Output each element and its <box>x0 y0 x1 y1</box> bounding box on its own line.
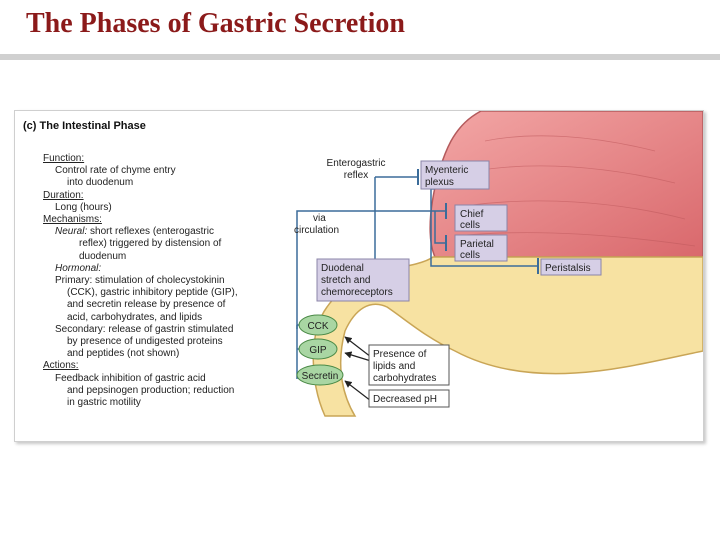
phase-summary: Function: Control rate of chyme entry in… <box>43 153 293 409</box>
rugae-lines <box>454 135 696 247</box>
presence-label: Presence of <box>373 349 427 360</box>
enterogastric-label: reflex <box>344 170 368 181</box>
primary-line: (CCK), gastric inhibitory peptide (GIP), <box>67 287 238 299</box>
chief-cells-label: cells <box>460 220 480 231</box>
hormonal-label: Hormonal: <box>43 263 293 275</box>
myenteric-label: plexus <box>425 177 454 188</box>
neural-line: Neural: short reflexes (enterogastric <box>43 226 293 238</box>
duodenal-label: Duodenal <box>321 263 364 274</box>
title-divider <box>0 54 720 60</box>
secondary-line: and peptides (not shown) <box>67 348 180 360</box>
actions-line: Feedback inhibition of gastric acid <box>55 372 206 384</box>
neural-label: Neural: <box>55 226 88 238</box>
enterogastric-label: Enterogastric <box>327 158 386 169</box>
figure-caption: (c) The Intestinal Phase <box>23 120 146 132</box>
secondary-line: by presence of undigested proteins <box>67 336 223 348</box>
neural-line: reflex) triggered by distension of <box>79 238 222 250</box>
presence-label: carbohydrates <box>373 373 436 384</box>
lipids-carbohydrates-box <box>368 344 450 386</box>
stimulus-arrow-secretin <box>344 380 372 402</box>
neural-line: duodenum <box>79 250 127 262</box>
duration-value: Long (hours) <box>55 201 112 213</box>
duodenal-label: stretch and <box>321 275 370 286</box>
decreased-ph-label: Decreased pH <box>373 394 437 405</box>
peristalsis-box <box>540 258 602 276</box>
function-line: into duodenum <box>67 177 134 189</box>
actions-line: in gastric motility <box>67 397 141 409</box>
actions-heading: Actions: <box>43 360 79 372</box>
myenteric-plexus-box <box>420 160 490 190</box>
neural-text: short reflexes (enterogastric <box>90 226 214 238</box>
function-line: Control rate of chyme entry <box>55 165 176 177</box>
circulation-to-parietal <box>434 211 445 244</box>
via-circulation-label: circulation <box>294 225 339 236</box>
peristalsis-label: Peristalsis <box>545 263 591 274</box>
parietal-cells-label: cells <box>460 250 480 261</box>
primary-line: acid, carbohydrates, and lipids <box>67 311 203 323</box>
slide-title: The Phases of Gastric Secretion <box>26 8 405 39</box>
circulation-line <box>296 210 445 329</box>
duration-heading: Duration: <box>43 189 84 201</box>
primary-line: Primary: stimulation of cholecystokinin <box>55 275 225 287</box>
primary-line: and secretin release by presence of <box>67 299 226 311</box>
via-circulation-label: via <box>313 213 326 224</box>
cck-hormone <box>298 314 338 336</box>
parietal-cells-box <box>454 234 508 262</box>
duodenal-receptors-box <box>316 258 410 302</box>
stimulus-arrow-gip <box>344 351 372 362</box>
chief-cells-box <box>454 204 508 232</box>
secretin-hormone <box>296 364 344 386</box>
figure-panel: (c) The Intestinal Phase Function: Contr… <box>14 110 704 442</box>
duodenal-label: chemoreceptors <box>321 287 393 298</box>
gip-hormone <box>298 338 338 360</box>
myenteric-label: Myenteric <box>425 165 468 176</box>
decreased-ph-box <box>368 389 450 408</box>
parietal-cells-label: Parietal <box>460 239 494 250</box>
chief-cells-label: Chief <box>460 209 484 220</box>
cck-label: CCK <box>307 321 328 332</box>
mechanisms-heading: Mechanisms: <box>43 214 102 226</box>
actions-line: and pepsinogen production; reduction <box>67 384 235 396</box>
function-heading: Function: <box>43 153 85 164</box>
hormonal-label-text: Hormonal: <box>55 262 102 274</box>
gip-label: GIP <box>309 345 327 356</box>
secondary-line: Secondary: release of gastrin stimulated <box>55 323 234 335</box>
stimulus-arrow-cck <box>344 336 372 358</box>
secretin-label: Secretin <box>302 371 339 382</box>
stomach-diagram: Enterogastric reflex Myenteric plexus vi… <box>294 111 703 417</box>
presence-label: lipids and <box>373 361 415 372</box>
